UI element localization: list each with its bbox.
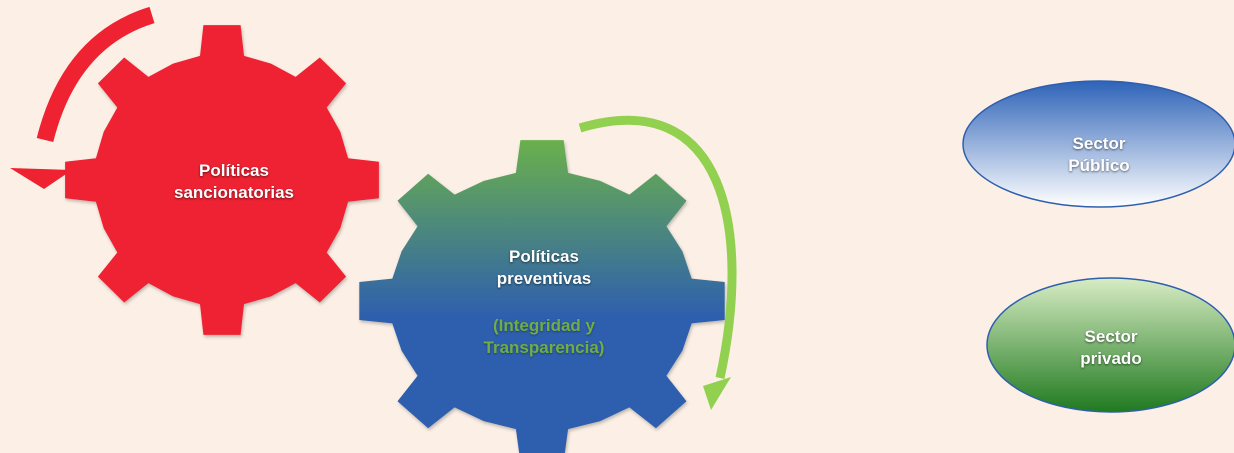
gear-preventivas [359, 140, 725, 453]
sector-publico-line-1: Sector [1072, 134, 1126, 153]
sector-publico-label: Sector Público [1029, 133, 1169, 177]
green-curved-arrow [578, 115, 737, 410]
gear-preventivas-sub-line-2: Transparencia) [483, 338, 605, 357]
gear-preventivas-line-1: Políticas [509, 247, 579, 266]
gear-sancionatorias-line-2: sancionatorias [174, 183, 294, 202]
sector-publico-line-2: Público [1068, 156, 1130, 175]
ellipse-sector-publico [962, 80, 1234, 208]
gear-preventivas-label: Políticas preventivas [454, 246, 634, 290]
ellipse-sector-privado [986, 277, 1234, 413]
gear-preventivas-sublabel: (Integridad y Transparencia) [434, 315, 654, 359]
gear-sancionatorias [65, 25, 379, 335]
sector-privado-line-1: Sector [1084, 327, 1138, 346]
sector-privado-label: Sector privado [1041, 326, 1181, 370]
sector-privado-line-2: privado [1080, 349, 1142, 368]
red-curved-arrow [10, 6, 155, 189]
gear-preventivas-sub-line-1: (Integridad y [492, 316, 595, 335]
gear-preventivas-line-2: preventivas [496, 269, 592, 288]
gear-sancionatorias-label: Políticas sancionatorias [134, 160, 334, 204]
gear-sancionatorias-line-1: Políticas [199, 161, 269, 180]
